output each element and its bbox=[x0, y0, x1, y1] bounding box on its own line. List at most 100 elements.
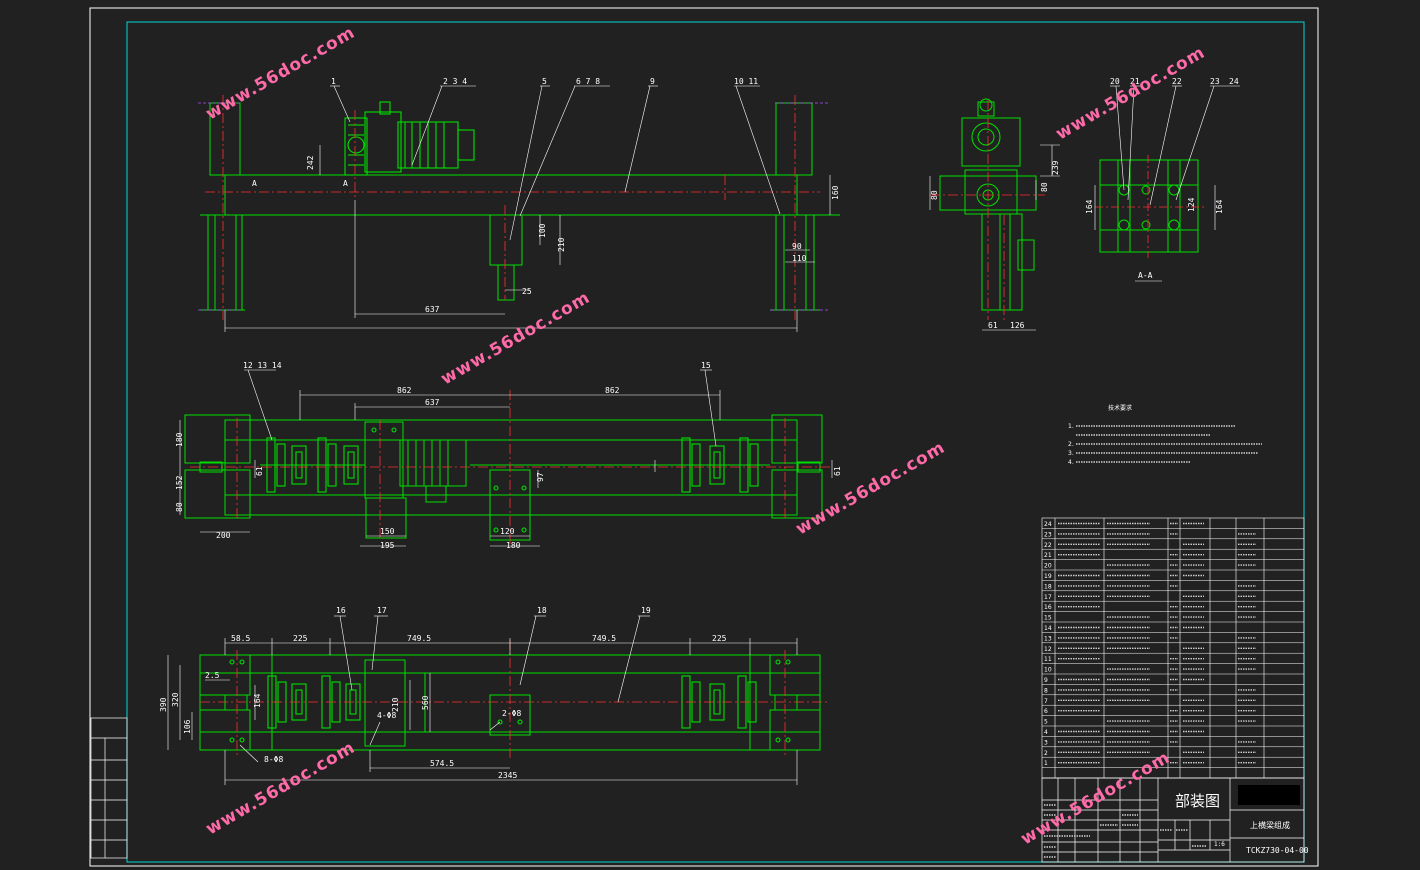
bom-item-number: 14 bbox=[1044, 625, 1052, 632]
bom-item-number: 16 bbox=[1044, 604, 1052, 611]
bom-item-number: 18 bbox=[1044, 583, 1052, 590]
dimension-label: 150 bbox=[380, 527, 395, 536]
sheet-border bbox=[89, 7, 1319, 867]
tech-note: 2. bbox=[1068, 441, 1074, 448]
dimension-label: 106 bbox=[183, 719, 192, 734]
drawing-frame bbox=[126, 21, 1305, 863]
section-mark: A bbox=[252, 179, 257, 188]
dimension-label: 120 bbox=[500, 527, 515, 536]
bom-item-number: 24 bbox=[1044, 521, 1052, 528]
dimension-label: 749.5 bbox=[407, 634, 431, 643]
dimension-label: 4-Φ8 bbox=[377, 711, 396, 720]
bom-item-number: 22 bbox=[1044, 542, 1052, 549]
dimension-label: 80 bbox=[1040, 182, 1049, 192]
front-view: 1 2 3 4 5 6 7 8 9 10 11 A A 242 637 160 … bbox=[198, 77, 840, 332]
callout-front: 6 7 8 bbox=[576, 77, 600, 86]
dimension-label: 390 bbox=[159, 697, 168, 712]
callout-plan: 12 13 14 bbox=[243, 361, 282, 370]
bom-item-number: 8 bbox=[1044, 687, 1048, 694]
dimension-label: 164 bbox=[253, 693, 262, 708]
couplings-plan bbox=[260, 427, 770, 533]
callout-side: 20 bbox=[1110, 77, 1120, 86]
callout-side: 21 bbox=[1130, 77, 1140, 86]
watermarks: www.56doc.com www.56doc.com www.56doc.co… bbox=[203, 23, 1209, 850]
dimension-label: 862 bbox=[605, 386, 620, 395]
bom-item-number: 23 bbox=[1044, 531, 1052, 538]
tech-note: 4. bbox=[1068, 459, 1074, 466]
bom-item-number: 3 bbox=[1044, 739, 1048, 746]
dimension-label: 862 bbox=[397, 386, 412, 395]
dimension-label: 2-Φ8 bbox=[502, 709, 521, 718]
drawing-type: 部装图 bbox=[1175, 792, 1220, 810]
dimension-label: 637 bbox=[425, 398, 440, 407]
dimension-label: 164 bbox=[1215, 199, 1224, 214]
plan-view: 12 13 14 15 862 637 862 180 152 80 61 61… bbox=[175, 361, 842, 550]
bom-item-number: 11 bbox=[1044, 656, 1052, 663]
dimension-label: 195 bbox=[380, 541, 395, 550]
callout-bottom: 18 bbox=[537, 606, 547, 615]
dimension-label: 210 bbox=[391, 697, 400, 712]
section-mark: A bbox=[343, 179, 348, 188]
callout-bottom: 17 bbox=[377, 606, 387, 615]
technical-notes: 技术要求 1. 2. 3. 4. bbox=[1068, 404, 1262, 466]
bom-item-number: 10 bbox=[1044, 667, 1052, 674]
callout-side: 23 bbox=[1210, 77, 1220, 86]
dimension-label: 180 bbox=[506, 541, 521, 550]
dimension-label: 97 bbox=[536, 472, 545, 482]
callout-front: 2 3 4 bbox=[443, 77, 467, 86]
bom-item-number: 4 bbox=[1044, 729, 1048, 736]
bom-item-number: 2 bbox=[1044, 750, 1048, 757]
watermark: www.56doc.com bbox=[438, 288, 594, 390]
dimension-label: 58.5 bbox=[231, 634, 250, 643]
watermark: www.56doc.com bbox=[203, 23, 359, 125]
callout-front: 9 bbox=[650, 77, 655, 86]
tech-note: 3. bbox=[1068, 450, 1074, 457]
dimension-label: 242 bbox=[306, 155, 315, 170]
title-block: 部装图 上横梁组成 TCKZ730-04-00 1:6 bbox=[1041, 777, 1309, 863]
callout-side: 22 bbox=[1172, 77, 1182, 86]
dimension-label: 749.5 bbox=[592, 634, 616, 643]
bom-item-number: 7 bbox=[1044, 698, 1048, 705]
callout-front: 5 bbox=[542, 77, 547, 86]
dimension-label: 126 bbox=[1010, 321, 1025, 330]
dimension-label: 2.5 bbox=[205, 671, 220, 680]
dimension-label: 200 bbox=[216, 531, 231, 540]
side-view: 239 80 80 61 126 bbox=[929, 98, 1060, 331]
bom-item-number: 15 bbox=[1044, 615, 1052, 622]
dimension-label: 637 bbox=[425, 305, 440, 314]
dimension-label: 90 bbox=[792, 242, 802, 251]
section-a-a: 20 21 22 23 24 164 164 124 A-A bbox=[1085, 77, 1240, 282]
dimension-label: 61 bbox=[833, 466, 842, 476]
dimension-label: 180 bbox=[175, 432, 184, 447]
bom-item-number: 17 bbox=[1044, 594, 1052, 601]
margin-table bbox=[90, 717, 128, 859]
dimension-label: 210 bbox=[557, 237, 566, 252]
dimension-label: 100 bbox=[538, 223, 547, 238]
dimension-label: 574.5 bbox=[430, 759, 454, 768]
bom-item-number: 21 bbox=[1044, 552, 1052, 559]
bom-item-number: 20 bbox=[1044, 563, 1052, 570]
dimension-label: 2345 bbox=[498, 771, 517, 780]
motor-reducer bbox=[344, 101, 475, 176]
bottom-view: 16 17 18 19 58.5 225 749.5 749.5 225 2.5… bbox=[159, 606, 830, 785]
callout-front: 10 11 bbox=[734, 77, 758, 86]
callout-plan: 15 bbox=[701, 361, 711, 370]
dimension-label: 560 bbox=[421, 695, 430, 710]
title-block-black-field bbox=[1238, 785, 1300, 805]
section-title: A-A bbox=[1138, 271, 1153, 280]
callout-side: 24 bbox=[1229, 77, 1239, 86]
drawing-scale: 1:6 bbox=[1214, 841, 1225, 848]
dimension-label: 61 bbox=[255, 466, 264, 476]
tech-note: 1. bbox=[1068, 423, 1074, 430]
bom-item-number: 9 bbox=[1044, 677, 1048, 684]
watermark: www.56doc.com bbox=[1053, 43, 1209, 145]
dimension-label: 320 bbox=[171, 692, 180, 707]
dimension-label: 239 bbox=[1051, 160, 1060, 175]
bom-item-number: 5 bbox=[1044, 719, 1048, 726]
dimension-label: 8-Φ8 bbox=[264, 755, 283, 764]
drawing-name: 上横梁组成 bbox=[1250, 820, 1290, 830]
callout-bottom: 19 bbox=[641, 606, 651, 615]
